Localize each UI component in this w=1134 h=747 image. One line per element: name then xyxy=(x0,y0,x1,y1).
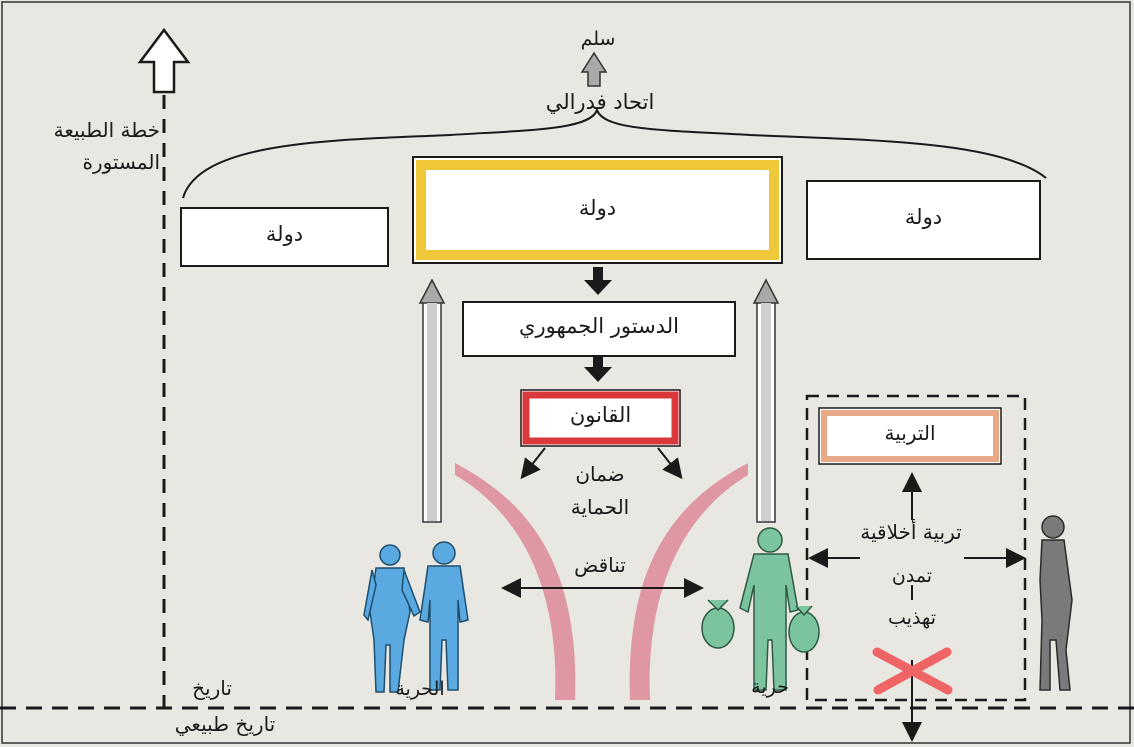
protection-curve-right xyxy=(629,463,748,700)
freedom-single-label: حرية xyxy=(751,676,789,698)
education-box-inner xyxy=(821,410,999,462)
history-label: تاريخ xyxy=(192,676,232,700)
up-arrow-gray-icon xyxy=(752,278,780,523)
civilization-label: تمدن xyxy=(891,565,933,587)
protection-curve-left xyxy=(455,463,576,700)
down-arrow-icon xyxy=(584,267,612,295)
down-arrow-icon xyxy=(584,356,612,382)
nature-plan-label-line1: خطة الطبيعة xyxy=(53,118,160,142)
state-box-right xyxy=(806,180,1041,260)
state-label-right: دولة xyxy=(904,205,943,229)
constitution-box xyxy=(462,301,736,357)
state-label-left: دولة xyxy=(265,222,304,246)
protection-label-line1: ضمان xyxy=(575,462,625,486)
state-box-center-outer xyxy=(412,156,783,264)
up-arrow-outline-icon xyxy=(137,27,191,94)
cross-icon xyxy=(872,647,953,695)
up-arrow-gray-icon xyxy=(418,278,446,523)
protection-label-line2: الحماية xyxy=(570,495,630,519)
standing-man-figure xyxy=(1039,515,1073,691)
couple-figure xyxy=(363,541,469,693)
federation-label: اتحاد فدرالي xyxy=(545,90,655,114)
state-label-center: دولة xyxy=(578,196,617,220)
moral-education-label: تربية أخلاقية xyxy=(860,520,962,544)
education-label: التربية xyxy=(884,421,936,445)
down-arrow-icon xyxy=(520,447,546,480)
freedom-couple-label: الحرية xyxy=(395,678,445,700)
state-box-center-inner xyxy=(416,160,779,260)
single-figure xyxy=(701,527,820,691)
refinement-label: تهذيب xyxy=(862,607,962,629)
law-box-inner xyxy=(522,391,679,445)
nature-plan-label-line2: المستورة xyxy=(82,150,160,174)
federation-brace xyxy=(182,106,1047,199)
down-arrow-icon xyxy=(657,447,683,480)
state-box-left xyxy=(180,207,389,267)
contradiction-label: تناقض xyxy=(574,553,626,577)
constitution-label: الدستور الجمهوري xyxy=(519,314,679,338)
peace-label: سلم xyxy=(580,28,616,50)
education-box-outer xyxy=(818,407,1002,465)
law-box-outer xyxy=(520,389,681,447)
law-label: القانون xyxy=(569,403,632,427)
up-arrow-gray-icon xyxy=(580,51,608,87)
natural-history-label: تاريخ طبيعي xyxy=(174,712,276,736)
